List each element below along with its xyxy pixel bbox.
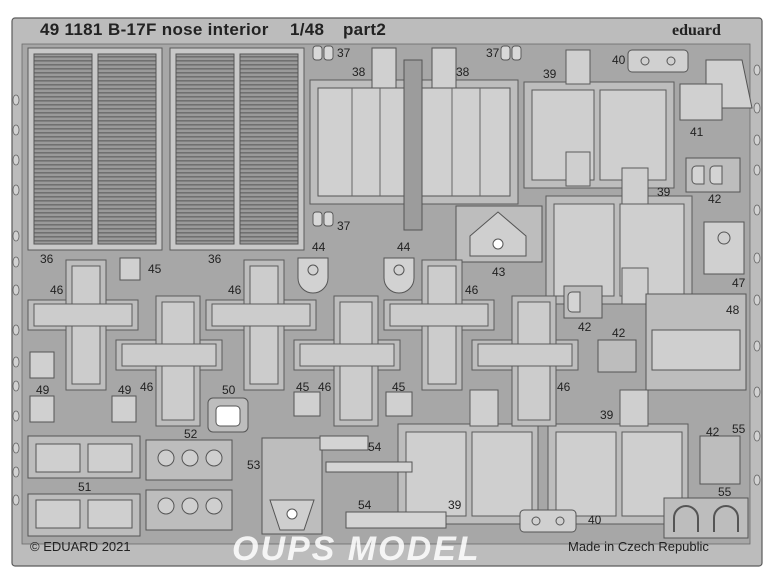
label-54a: 54 <box>368 440 382 454</box>
label-44b: 44 <box>397 240 411 254</box>
label-39d: 39 <box>448 498 462 512</box>
edge-tabs-left <box>12 94 20 506</box>
label-40a: 40 <box>612 53 626 67</box>
label-38b: 38 <box>456 65 470 79</box>
label-45c: 45 <box>392 380 406 394</box>
label-46f: 46 <box>557 380 571 394</box>
part-39-panels <box>397 49 693 525</box>
label-46a: 46 <box>50 283 64 297</box>
label-37b: 37 <box>486 46 500 60</box>
part-36-grille-left <box>27 47 163 251</box>
label-46b: 46 <box>140 380 154 394</box>
part-44 <box>297 257 415 294</box>
part-40 <box>519 49 689 533</box>
label-39b: 39 <box>657 185 671 199</box>
label-53: 53 <box>247 458 261 472</box>
label-50: 50 <box>222 383 236 397</box>
label-51: 51 <box>78 480 92 494</box>
label-36a: 36 <box>40 252 54 266</box>
part-37-clips <box>312 45 522 227</box>
label-37a: 37 <box>337 46 351 60</box>
label-46c: 46 <box>228 283 242 297</box>
watermark: OUPS MODEL <box>232 530 481 568</box>
sheet-part: part2 <box>343 20 387 39</box>
label-46d: 46 <box>318 380 332 394</box>
origin: Made in Czech Republic <box>568 539 709 554</box>
part-55 <box>663 497 749 539</box>
label-42c: 42 <box>612 326 626 340</box>
part-52 <box>145 439 233 531</box>
label-52: 52 <box>184 427 198 441</box>
label-49a: 49 <box>36 383 50 397</box>
label-41: 41 <box>690 125 704 139</box>
label-42a: 42 <box>708 192 722 206</box>
label-36b: 36 <box>208 252 222 266</box>
part-53 <box>261 437 323 535</box>
sheet-title: B-17F nose interior <box>108 20 269 39</box>
label-55b: 55 <box>718 485 732 499</box>
label-48: 48 <box>726 303 740 317</box>
sheet-code: 49 1181 <box>40 20 103 39</box>
label-47: 47 <box>732 276 746 290</box>
sheet-scale: 1/48 <box>290 20 325 39</box>
part-50 <box>207 397 249 433</box>
label-45a: 45 <box>148 262 162 276</box>
label-44a: 44 <box>312 240 326 254</box>
label-46e: 46 <box>465 283 479 297</box>
copyright: © EDUARD 2021 <box>30 539 131 554</box>
part-41 <box>679 59 753 121</box>
part-43 <box>455 205 543 263</box>
part-48 <box>645 293 747 391</box>
label-39c: 39 <box>600 408 614 422</box>
label-39a: 39 <box>543 67 557 81</box>
part-49 <box>29 351 137 423</box>
label-42d: 42 <box>706 425 720 439</box>
label-40b: 40 <box>588 513 602 527</box>
part-36-grille-right <box>169 47 305 251</box>
part-38-panels <box>309 47 519 231</box>
part-42-clips <box>563 157 741 485</box>
label-38a: 38 <box>352 65 366 79</box>
label-49b: 49 <box>118 383 132 397</box>
part-46-crosses <box>27 259 579 427</box>
label-55a: 55 <box>732 422 746 436</box>
label-43: 43 <box>492 265 506 279</box>
part-45 <box>119 257 413 417</box>
label-54b: 54 <box>358 498 372 512</box>
brand-logo: eduard <box>672 22 721 39</box>
label-45b: 45 <box>296 380 310 394</box>
label-37c: 37 <box>337 219 351 233</box>
part-47 <box>703 221 745 275</box>
label-42b: 42 <box>578 320 592 334</box>
edge-tabs-right <box>753 64 761 486</box>
part-54 <box>319 435 447 529</box>
part-51 <box>27 435 141 537</box>
